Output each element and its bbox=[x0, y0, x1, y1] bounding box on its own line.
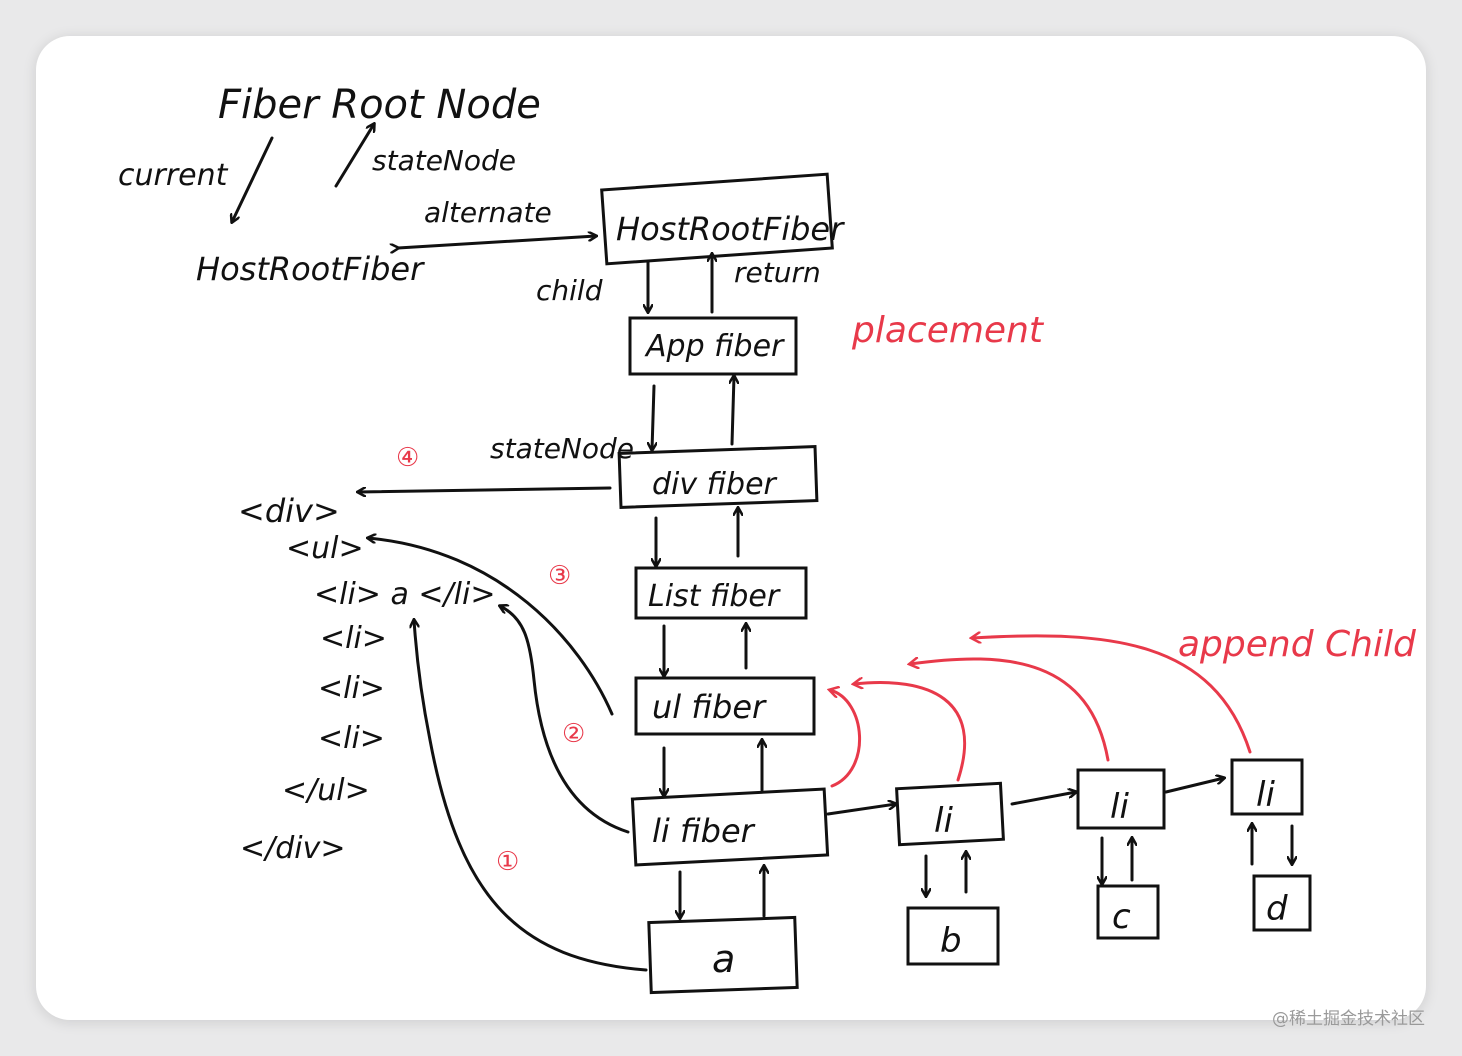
d-box bbox=[1252, 874, 1312, 932]
a-label: a bbox=[712, 937, 735, 981]
li-fiber-box bbox=[630, 787, 830, 867]
list-fiber-box bbox=[634, 566, 808, 620]
host-root-fiber-box bbox=[600, 172, 834, 266]
child-arrow-2 bbox=[652, 384, 654, 450]
sibling-arrow-1 bbox=[826, 804, 896, 816]
child-label: child bbox=[536, 274, 603, 307]
current-label: current bbox=[118, 158, 229, 193]
list-fiber-label: List fiber bbox=[648, 579, 781, 614]
sibling-li-box-3 bbox=[1230, 758, 1304, 816]
append-child-arc-4 bbox=[972, 636, 1252, 754]
step-3-marker: ③ bbox=[548, 561, 571, 591]
b-label: b bbox=[940, 921, 962, 961]
state-node-arrow bbox=[334, 124, 374, 188]
dom-line-div-close: </div> bbox=[240, 831, 346, 866]
fiber-root-node-title: Fiber Root Node bbox=[218, 82, 541, 128]
flow-curve-1 bbox=[414, 620, 648, 972]
dom-line-li-2: <li> bbox=[320, 621, 387, 656]
dom-line-ul-close: </ul> bbox=[282, 773, 370, 808]
dom-line-li-3: <li> bbox=[318, 671, 385, 706]
state-node-label-top: stateNode bbox=[372, 144, 516, 177]
placement-annotation: placement bbox=[851, 310, 1045, 351]
app-fiber-box bbox=[628, 316, 798, 376]
return-arrow-2 bbox=[732, 376, 734, 446]
ul-fiber-label: ul fiber bbox=[652, 688, 767, 726]
dom-line-li-a: <li> a </li> bbox=[314, 577, 495, 612]
ul-fiber-box bbox=[634, 676, 816, 736]
step-4-marker: ④ bbox=[396, 443, 419, 473]
watermark: @稀土掘金技术社区 bbox=[1272, 1009, 1425, 1029]
sibling-li-label-1: li bbox=[934, 801, 953, 841]
dom-line-li-4: <li> bbox=[318, 721, 385, 756]
flow-curve-3 bbox=[368, 538, 614, 716]
alternate-label: alternate bbox=[424, 196, 552, 229]
li-fiber-label: li fiber bbox=[652, 812, 756, 850]
current-arrow bbox=[232, 136, 274, 222]
c-label: c bbox=[1112, 897, 1131, 937]
sibling-arrow-3 bbox=[1164, 778, 1224, 794]
sibling-li-box-2 bbox=[1076, 768, 1166, 830]
step-1-marker: ① bbox=[496, 847, 519, 877]
alternate-arrow bbox=[398, 236, 596, 248]
dom-line-div-open: <div> bbox=[238, 492, 340, 530]
div-fiber-label: div fiber bbox=[652, 467, 778, 502]
return-label: return bbox=[734, 256, 821, 289]
flow-curve-2 bbox=[500, 606, 630, 834]
div-fiber-box bbox=[617, 445, 819, 509]
sibling-li-label-2: li bbox=[1110, 787, 1129, 827]
host-root-fiber-left: HostRootFiber bbox=[196, 250, 425, 288]
append-child-arc-1 bbox=[830, 690, 862, 788]
state-node-label-mid: stateNode bbox=[490, 432, 634, 465]
c-box bbox=[1096, 884, 1160, 940]
host-root-fiber-right: HostRootFiber bbox=[616, 210, 845, 248]
sibling-arrow-2 bbox=[1010, 792, 1076, 806]
append-child-annotation: append Child bbox=[1178, 624, 1417, 665]
app-fiber-label: App fiber bbox=[644, 329, 785, 364]
append-child-arc-2 bbox=[854, 683, 966, 782]
dom-line-ul-open: <ul> bbox=[286, 531, 364, 566]
d-label: d bbox=[1266, 889, 1288, 929]
sibling-li-label-3: li bbox=[1256, 775, 1275, 815]
append-child-arc-3 bbox=[910, 659, 1110, 762]
canvas-card bbox=[36, 36, 1426, 1020]
state-node-arrow-div bbox=[358, 486, 612, 492]
b-box bbox=[906, 906, 1000, 966]
step-2-marker: ② bbox=[562, 719, 585, 749]
a-box bbox=[647, 915, 799, 995]
sibling-li-box-1 bbox=[895, 781, 1005, 847]
